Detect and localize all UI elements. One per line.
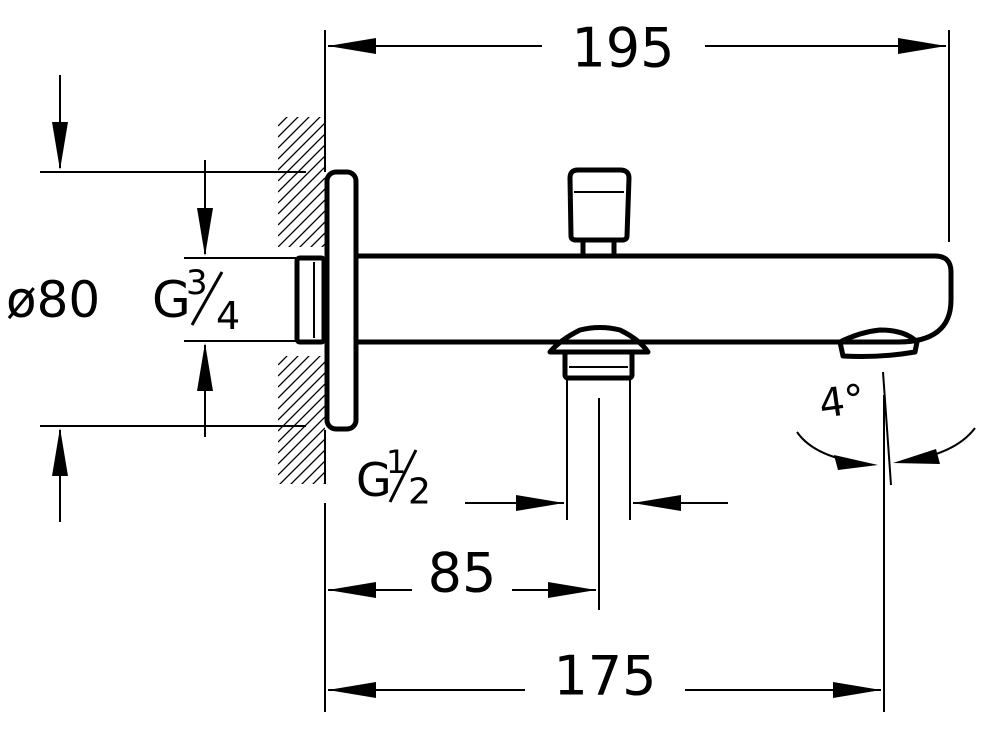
hatch-line bbox=[288, 210, 325, 247]
hatch-line bbox=[278, 277, 325, 324]
hatch-line bbox=[278, 307, 325, 354]
dimension-overall-length: 195 bbox=[328, 17, 950, 242]
hatch-line bbox=[278, 255, 325, 302]
hatch-line bbox=[278, 527, 325, 574]
hatch-line bbox=[278, 356, 310, 388]
hatch-line bbox=[278, 356, 321, 399]
outlet-thread-denominator: 2 bbox=[408, 472, 431, 513]
hatch-line bbox=[278, 356, 288, 366]
dimension-spout-angle: 4° bbox=[796, 371, 976, 486]
aerator bbox=[837, 327, 920, 359]
hatch-line bbox=[278, 383, 325, 432]
dimension-wall-thread: G 3 4 bbox=[152, 160, 296, 437]
outlet-thread-letter: G bbox=[356, 453, 392, 507]
dimension-spout-reach: 175 bbox=[324, 395, 885, 712]
hatch-line bbox=[278, 188, 325, 237]
hatch-line bbox=[278, 405, 325, 454]
hatch-line bbox=[278, 199, 325, 247]
hatch-line bbox=[278, 356, 299, 377]
hatch-line bbox=[278, 538, 325, 585]
hatch-line bbox=[278, 117, 299, 138]
hatch-line bbox=[278, 505, 325, 552]
wall-hatching bbox=[278, 30, 326, 585]
wall-flange bbox=[324, 169, 359, 432]
hatch-line bbox=[278, 122, 325, 171]
hatch-line bbox=[278, 296, 325, 343]
hatch-line bbox=[278, 117, 310, 149]
flange-diameter-label: ø80 bbox=[6, 271, 100, 329]
outlet-connector bbox=[547, 325, 651, 355]
hatch-line bbox=[321, 243, 325, 247]
hatch-line bbox=[279, 438, 325, 484]
outlet-thread-numerator: 1 bbox=[386, 443, 406, 481]
hatch-line bbox=[323, 482, 325, 484]
hatch-line bbox=[278, 155, 325, 204]
spout-angle-label: 4° bbox=[816, 376, 867, 428]
wall-thread-denominator: 4 bbox=[216, 294, 240, 338]
hatch-line bbox=[278, 394, 325, 443]
hatch-line bbox=[278, 427, 325, 476]
hatch-line bbox=[301, 460, 325, 484]
spout-outline bbox=[294, 167, 954, 432]
hatch-line bbox=[278, 117, 321, 160]
hatch-line bbox=[290, 449, 325, 484]
dimension-flange-diameter: ø80 bbox=[6, 75, 306, 522]
hatch-line bbox=[278, 57, 325, 104]
hatch-line bbox=[278, 494, 325, 541]
wall-thread-numerator: 3 bbox=[186, 263, 208, 303]
hatch-line bbox=[278, 288, 325, 335]
hatch-line bbox=[278, 133, 325, 182]
hatch-line bbox=[278, 266, 325, 313]
spout-reach-label: 175 bbox=[553, 645, 656, 708]
hatch-line bbox=[278, 361, 325, 410]
hatch-line bbox=[310, 232, 325, 247]
hatch-line bbox=[278, 372, 325, 421]
hatch-line bbox=[278, 144, 325, 193]
hatch-line bbox=[278, 516, 325, 563]
hatch-line bbox=[278, 117, 288, 127]
wall-thread-letter: G bbox=[152, 271, 191, 329]
hatch-line bbox=[278, 416, 325, 465]
spout-tube bbox=[354, 253, 954, 345]
hatch-line bbox=[278, 177, 325, 226]
dimension-outlet-thread: G 1 2 bbox=[356, 380, 728, 520]
diverter-knob bbox=[567, 167, 632, 243]
hatch-line bbox=[299, 221, 325, 247]
hatch-line bbox=[312, 471, 325, 484]
overall-length-label: 195 bbox=[571, 17, 674, 80]
hatch-line bbox=[278, 166, 325, 215]
wall-connector bbox=[294, 255, 327, 345]
hatch-line bbox=[278, 68, 325, 115]
diverter-stem bbox=[580, 237, 617, 259]
outlet-offset-label: 85 bbox=[428, 542, 497, 605]
dimension-outlet-offset: 85 bbox=[328, 398, 600, 610]
hatch-line bbox=[278, 299, 325, 346]
